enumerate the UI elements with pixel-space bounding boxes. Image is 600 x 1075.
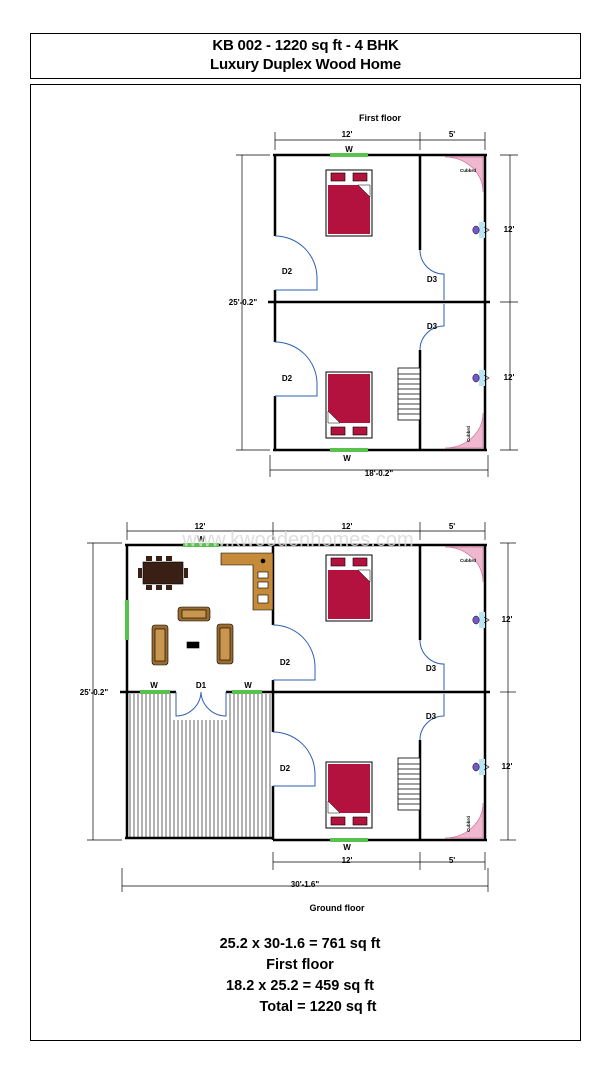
- ff-fixture-lower: [472, 369, 490, 387]
- ff-dim-bottom: 18'-0.2": [365, 469, 394, 478]
- first-floor-dimensions: [236, 132, 518, 477]
- gf-kitchen-counter: [220, 552, 274, 611]
- ff-dim-right-upper: 12': [504, 225, 515, 234]
- title-box: KB 002 - 1220 sq ft - 4 BHK Luxury Duple…: [30, 33, 581, 79]
- gf-window-bottom-label: W: [343, 843, 351, 852]
- title-line-2: Luxury Duplex Wood Home: [210, 56, 401, 73]
- ff-dim-left: 25'-0.2": [229, 298, 258, 307]
- gf-dining-table: [138, 556, 188, 590]
- watermark: www.kwoodenhomes.com: [181, 529, 413, 551]
- gf-window-left-label: W: [150, 681, 158, 690]
- gf-fixture-upper: [472, 611, 490, 629]
- gf-dim-bottom-b: 12': [342, 856, 353, 865]
- ff-cupboard-upper: [444, 156, 484, 193]
- ff-window-top: [330, 153, 368, 157]
- gf-door-d1: [175, 691, 227, 717]
- gf-door-d2-upper: D2: [280, 658, 291, 667]
- gf-dim-overall: 30'-1.6": [291, 880, 320, 889]
- gf-cupboard-upper: [444, 546, 484, 583]
- ff-cupboard-lower: [444, 412, 484, 449]
- gf-door-d1-label: D1: [196, 681, 207, 690]
- ff-cupboard-lower-label: Cubbrd: [466, 426, 471, 442]
- gf-door-d3-upper: D3: [426, 664, 437, 673]
- gf-cupboard-upper-label: Cubbrd: [460, 558, 476, 563]
- ff-door-d3-upper: D3: [427, 275, 438, 284]
- ff-fixture-upper: [472, 221, 490, 239]
- ff-window-bottom-label: W: [343, 454, 351, 463]
- first-floor-walls: [268, 153, 490, 452]
- ff-window-bottom: [330, 448, 368, 452]
- gf-dim-top-b: 12': [342, 522, 353, 531]
- gf-dim-top-c: 5': [449, 522, 455, 531]
- gf-window-bottom: [330, 838, 368, 842]
- gf-sofa-set: [151, 606, 234, 666]
- ff-stairs: [397, 367, 421, 421]
- gf-dim-left: 25'-0.2": [80, 688, 109, 697]
- ff-door-d2-upper: D2: [282, 267, 293, 276]
- summary-ground-calc: 25.2 x 30-1.6 = 761 sq ft: [219, 936, 381, 952]
- first-floor-title: First floor: [359, 113, 401, 123]
- gf-dim-bottom-c: 5': [449, 856, 455, 865]
- gf-door-d3-lower: D3: [426, 712, 437, 721]
- summary-first-calc: 18.2 x 25.2 = 459 sq ft: [226, 978, 374, 994]
- ff-bed-upper: [325, 169, 373, 237]
- ff-door-d2-lower: D2: [282, 374, 293, 383]
- plan-frame: [30, 84, 581, 1041]
- gf-dim-right-lower: 12': [502, 762, 513, 771]
- gf-windows: [125, 543, 368, 842]
- ff-bed-lower: [326, 372, 372, 438]
- gf-bed-upper: [325, 554, 373, 622]
- gf-stairs: [397, 757, 421, 811]
- ff-window-top-label: W: [345, 145, 353, 154]
- gf-dim-top-a: 12': [195, 522, 206, 531]
- gf-fixture-lower: [472, 758, 490, 776]
- ff-dim-right-lower: 12': [504, 373, 515, 382]
- gf-window-left-wall: [125, 600, 129, 640]
- gf-door-d2-lower: D2: [280, 764, 291, 773]
- gf-window-top-label: W: [197, 535, 205, 544]
- gf-doors: [272, 624, 445, 787]
- gf-window-top: [183, 543, 219, 547]
- gf-cupboard-lower: [444, 802, 484, 839]
- gf-window-right: [232, 690, 262, 694]
- ground-floor-title: Ground floor: [310, 903, 365, 913]
- ff-doors: [274, 235, 445, 397]
- gf-cupboard-lower-label: Cubbrd: [466, 816, 471, 832]
- ff-door-d3-lower: D3: [427, 322, 438, 331]
- gf-window-left: [140, 690, 170, 694]
- ff-dim-top-right: 5': [449, 130, 455, 139]
- title-line-1: KB 002 - 1220 sq ft - 4 BHK: [212, 37, 399, 54]
- summary-first-label: First floor: [266, 957, 334, 973]
- ff-cupboard-upper-label: Cubbrd: [460, 168, 476, 173]
- gf-bed-lower: [326, 762, 372, 828]
- summary-total: Total = 1220 sq ft: [259, 999, 377, 1015]
- gf-deck: [127, 692, 273, 838]
- ff-dim-top-left: 12': [342, 130, 353, 139]
- gf-dim-right-upper: 12': [502, 615, 513, 624]
- gf-window-right-label: W: [244, 681, 252, 690]
- ground-floor-dimensions: [87, 522, 516, 892]
